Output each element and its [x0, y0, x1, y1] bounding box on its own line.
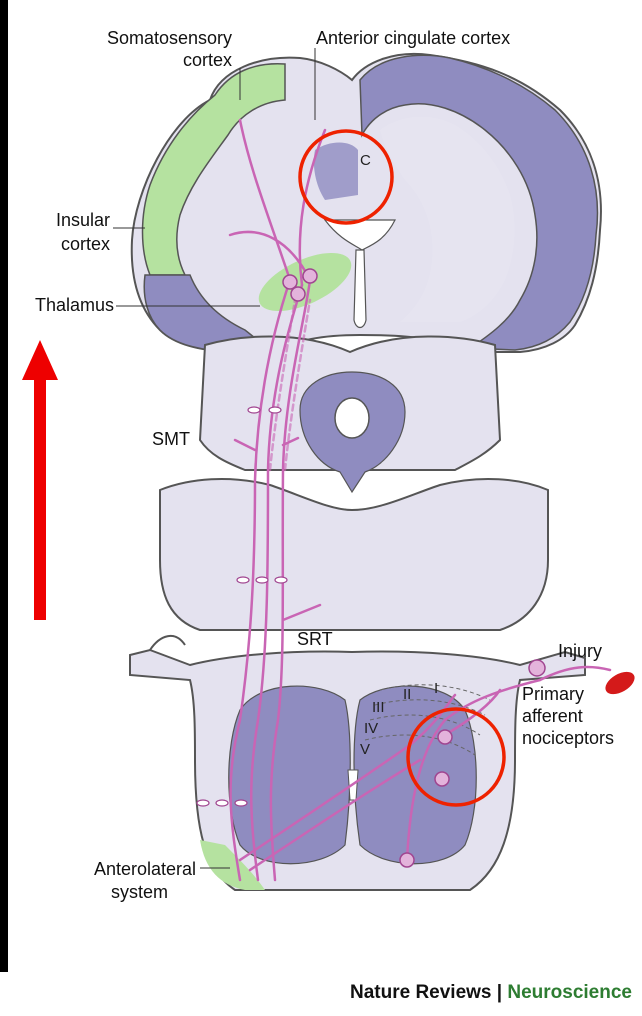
- label-injury: Injury: [558, 641, 602, 661]
- label-c-marker: C: [360, 152, 371, 169]
- journal-name: Nature Reviews |: [350, 982, 507, 1003]
- medulla-outline: [160, 479, 548, 630]
- journal-brand: Neuroscience: [507, 982, 632, 1003]
- medulla-section: [160, 479, 548, 630]
- ascending-arrow: [22, 340, 58, 620]
- spinal-cord-section: [130, 636, 585, 890]
- pain-pathway-diagram: Somatosensory cortex Anterior cingulate …: [0, 0, 642, 972]
- figure-footer: Nature Reviews | Neuroscience: [0, 972, 642, 1016]
- injury-site: [602, 667, 639, 699]
- label-anterolateral: Anterolateral: [94, 859, 196, 879]
- label-lamina-I: I: [434, 680, 438, 697]
- label-somatosensory: Somatosensory: [107, 28, 232, 48]
- left-dorsal-root: [150, 636, 185, 650]
- aqueduct: [335, 398, 369, 438]
- label-thalamus: Thalamus: [35, 295, 114, 315]
- label-afferent: afferent: [522, 706, 583, 726]
- label-lamina-II: II: [403, 686, 411, 703]
- label-insular: Insular: [56, 210, 110, 230]
- label-nociceptors: nociceptors: [522, 728, 614, 748]
- label-srt: SRT: [297, 629, 333, 649]
- journal-credit: Nature Reviews | Neuroscience: [350, 982, 632, 1004]
- label-primary: Primary: [522, 684, 584, 704]
- label-smt: SMT: [152, 429, 190, 449]
- label-anterior-cingulate: Anterior cingulate cortex: [316, 28, 510, 48]
- midbrain-section: [200, 336, 500, 492]
- third-ventricle: [354, 250, 366, 328]
- label-lamina-IV: IV: [364, 720, 378, 737]
- label-insular-cortex: cortex: [61, 234, 110, 254]
- label-lamina-V: V: [360, 741, 370, 758]
- brain-section: [132, 54, 601, 352]
- label-anterolateral-system: system: [111, 882, 168, 902]
- label-lamina-III: III: [372, 699, 385, 716]
- left-gray-matter: [229, 686, 351, 864]
- label-somatosensory-cortex: cortex: [183, 50, 232, 70]
- cingulate-area: [314, 143, 358, 201]
